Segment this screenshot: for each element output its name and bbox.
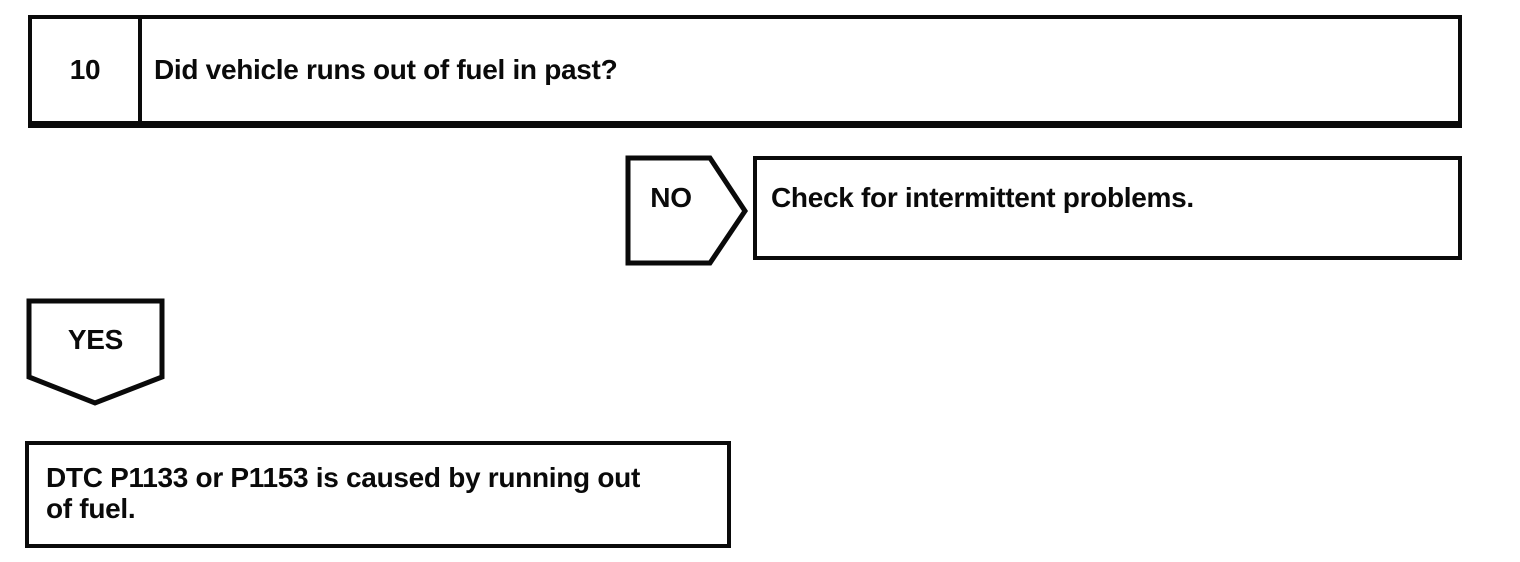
yes-result-box: DTC P1133 or P1153 is caused by running … — [25, 441, 731, 548]
yes-pentagon-icon — [26, 298, 165, 406]
yes-tag-label: YES — [67, 324, 124, 355]
yes-tag: YES — [26, 298, 165, 406]
step-number-cell: 10 — [32, 19, 142, 121]
no-tag: NO — [625, 155, 749, 266]
no-tag-label: NO — [650, 182, 692, 213]
no-result-text: Check for intermittent problems. — [771, 182, 1194, 213]
step-number: 10 — [69, 54, 101, 85]
no-result-box: Check for intermittent problems. — [753, 156, 1462, 260]
step-box: 10 Did vehicle runs out of fuel in past? — [28, 15, 1462, 128]
step-question: Did vehicle runs out of fuel in past? — [154, 54, 618, 85]
yes-result-line1: DTC P1133 or P1153 is caused by running … — [46, 462, 640, 493]
yes-result-line2: of fuel. — [46, 493, 136, 524]
no-pentagon-icon — [625, 155, 749, 266]
